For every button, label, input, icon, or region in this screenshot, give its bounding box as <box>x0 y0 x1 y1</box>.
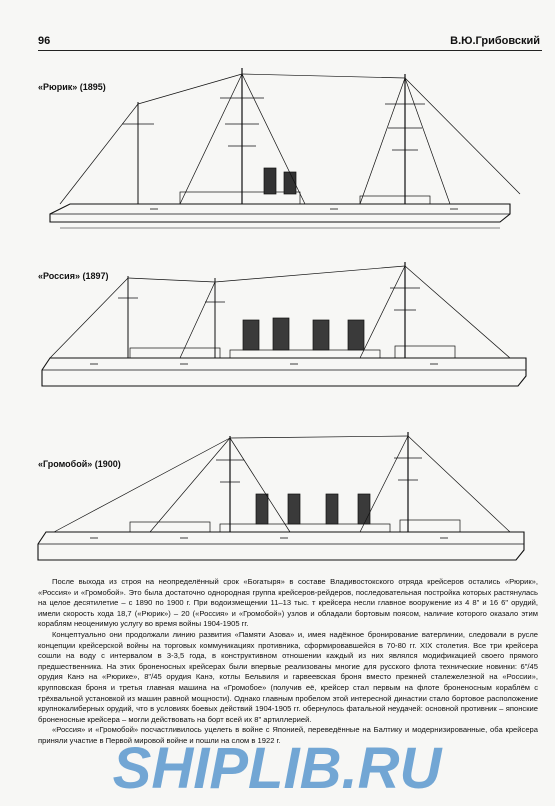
body-paragraph: «Россия» и «Громобой» посчастливилось уц… <box>38 725 538 745</box>
figure-caption-gromoboi: «Громобой» (1900) <box>38 459 121 469</box>
ship-drawing-rossiya <box>30 258 530 398</box>
page-header: 96 В.Ю.Грибовский <box>38 34 542 51</box>
watermark-text: SHIPLIB.RU <box>113 738 444 800</box>
page-number: 96 <box>38 35 51 47</box>
running-author: В.Ю.Грибовский <box>450 35 540 47</box>
ship-drawing-rurik <box>30 64 530 244</box>
ship-drawing-gromoboi <box>30 428 530 568</box>
body-paragraph: Концептуально они продолжали линию разви… <box>38 629 538 724</box>
site-watermark: SHIPLIB.RU <box>10 736 545 801</box>
body-text: После выхода из строя на неопределённый … <box>38 577 538 747</box>
body-paragraph: После выхода из строя на неопределённый … <box>38 577 538 629</box>
figure-caption-rossiya: «Россия» (1897) <box>38 271 109 281</box>
figure-caption-rurik: «Рюрик» (1895) <box>38 82 106 92</box>
